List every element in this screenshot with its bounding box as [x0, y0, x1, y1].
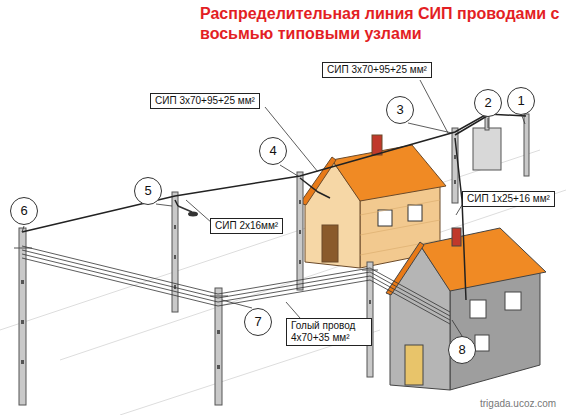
wire-label-box: СИП 3х70+95+25 мм²	[322, 62, 432, 78]
lamp	[188, 212, 198, 217]
callout-number: 2	[474, 89, 502, 117]
ground-lines	[0, 150, 566, 415]
callout-number: 7	[244, 308, 272, 336]
callout-number: 5	[134, 177, 162, 205]
wire-label: СИП 2х16мм²	[215, 220, 278, 232]
wire-label: СИП 3х70+95+25 мм²	[155, 95, 255, 107]
leader-lines	[22, 80, 525, 336]
poles	[14, 112, 529, 405]
wire-label: Голый провод 4х70+35 мм²	[291, 320, 367, 344]
wire-label-box: СИП 2х16мм²	[210, 218, 283, 234]
callout-number: 6	[10, 197, 38, 225]
bare-wire	[22, 246, 450, 324]
lamp-bracket	[178, 206, 192, 212]
callout-number: 4	[259, 137, 287, 165]
wire-label-box: Голый провод 4х70+35 мм²	[286, 318, 372, 346]
callout-number: 8	[448, 336, 476, 364]
callout-number: 3	[386, 96, 414, 124]
pole-holes	[21, 155, 456, 369]
house	[386, 228, 546, 390]
wire-label: СИП 3х70+95+25 мм²	[327, 64, 427, 76]
wires	[22, 114, 526, 300]
wire-label-box: СИП 3х70+95+25 мм²	[150, 93, 260, 109]
wire-label: СИП 1х25+16 мм²	[467, 193, 550, 205]
callout-number: 1	[507, 87, 535, 115]
title: Распределительная линия СИП проводами с …	[200, 4, 560, 44]
wire-label-box: СИП 1х25+16 мм²	[462, 191, 555, 207]
watermark: trigada.ucoz.com	[480, 398, 556, 409]
